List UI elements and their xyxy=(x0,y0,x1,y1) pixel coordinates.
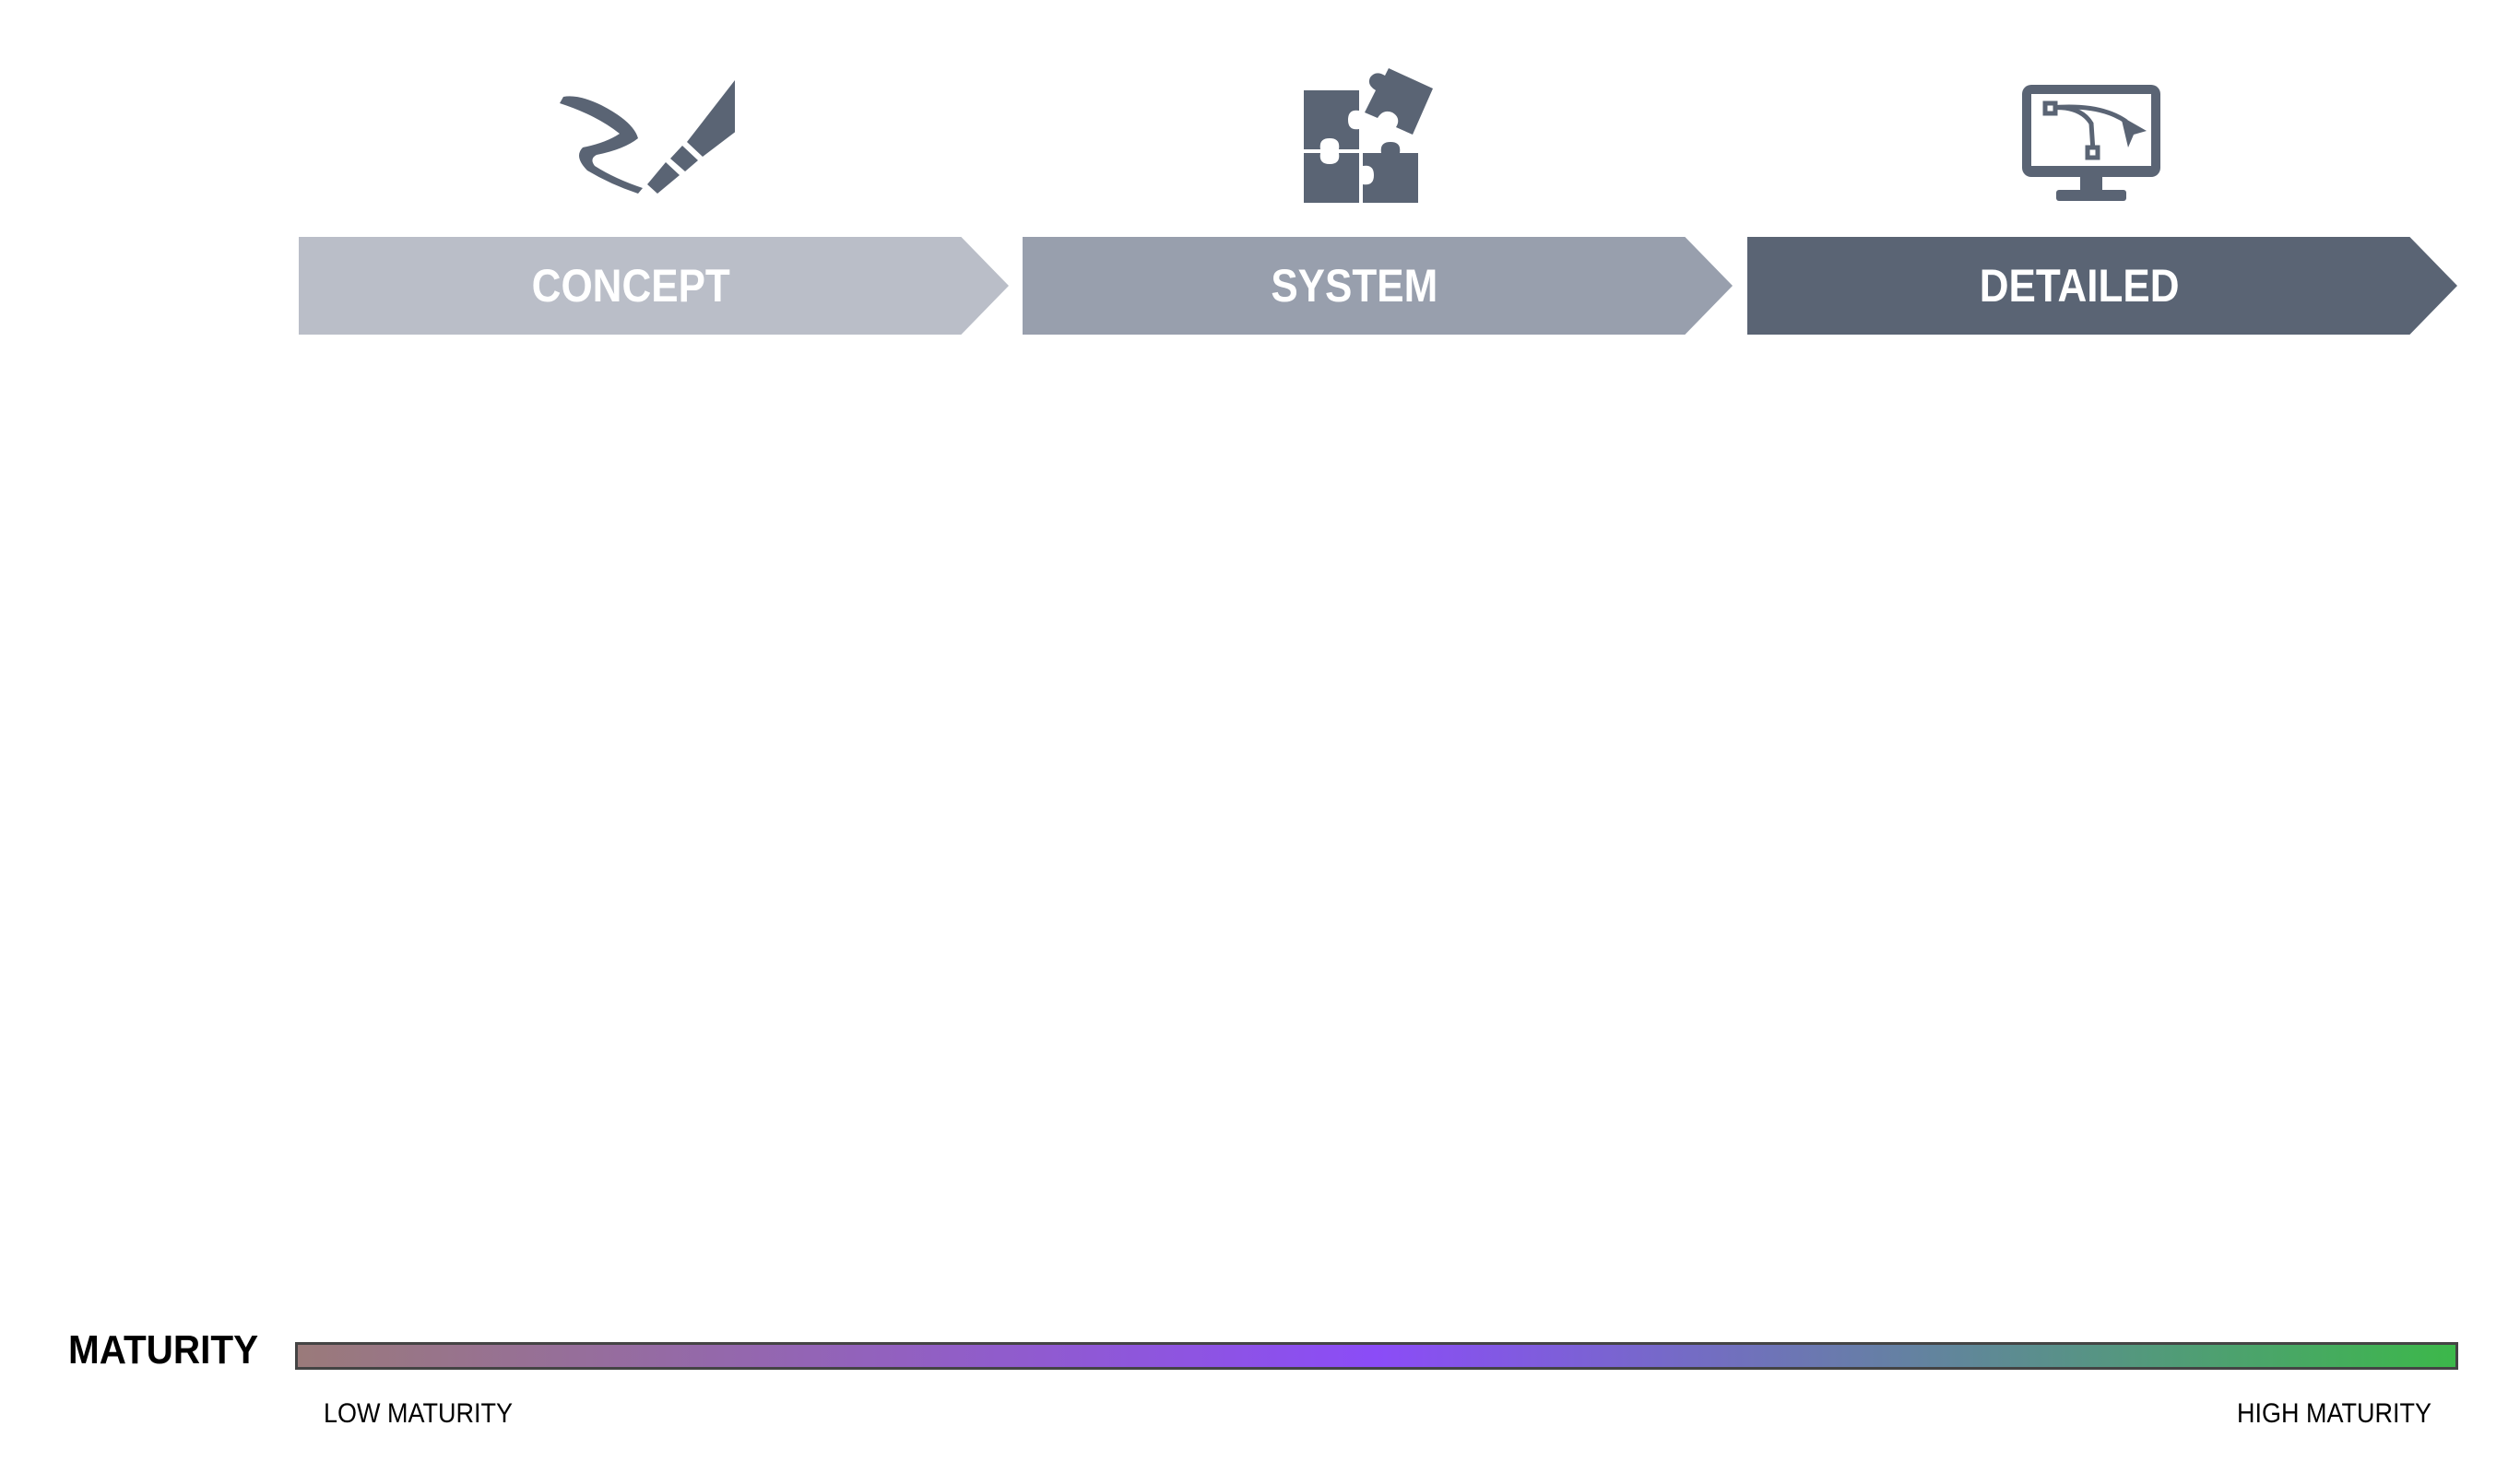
stage-concept-label: CONCEPT xyxy=(531,260,730,312)
pen-scribble-icon xyxy=(550,65,735,212)
maturity-gradient-bar xyxy=(295,1342,2458,1370)
low-maturity-label: LOW MATURITY xyxy=(324,1398,514,1429)
puzzle-pieces-icon xyxy=(1272,63,1457,210)
stage-detailed-label: DETAILED xyxy=(1979,260,2180,312)
stage-system: SYSTEM xyxy=(1023,237,1733,335)
monitor-bezier-icon xyxy=(1999,66,2183,214)
stage-system-label: SYSTEM xyxy=(1271,260,1438,312)
stage-concept: CONCEPT xyxy=(299,237,1009,335)
high-maturity-label: HIGH MATURITY xyxy=(2237,1398,2431,1429)
stage-detailed: DETAILED xyxy=(1747,237,2457,335)
maturity-label: MATURITY xyxy=(68,1327,259,1373)
